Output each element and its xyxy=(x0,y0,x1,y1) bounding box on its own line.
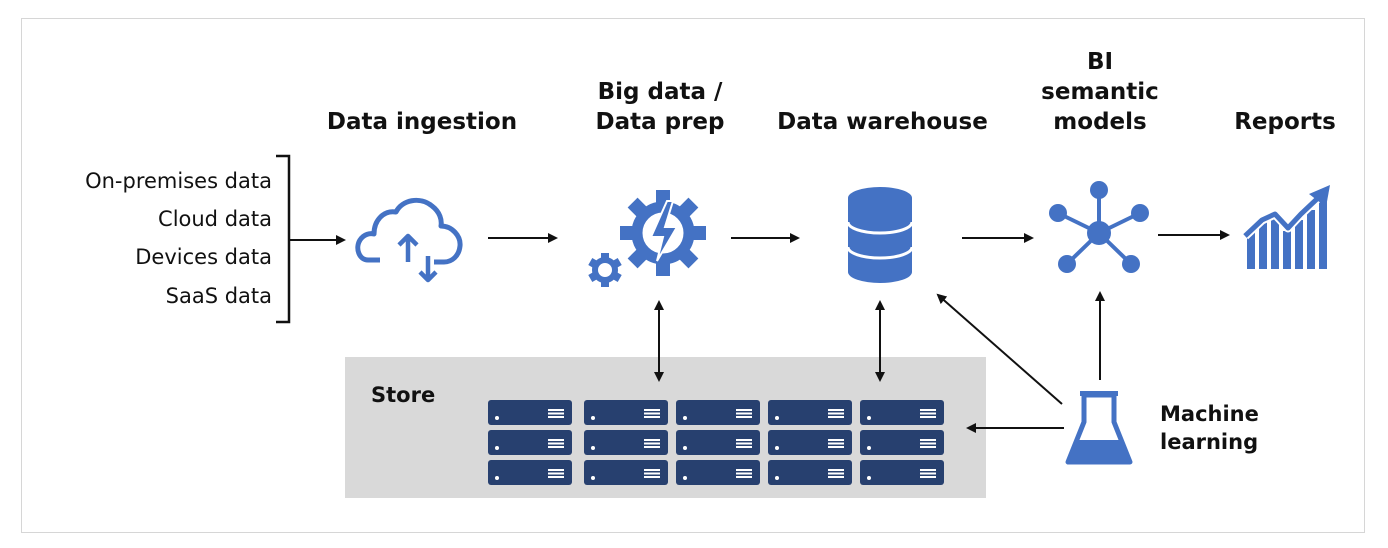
server-unit xyxy=(488,430,572,455)
flask-icon xyxy=(1065,391,1133,465)
heading-big-data: Big data / Data prep xyxy=(595,79,725,135)
gears-lightning-icon xyxy=(588,190,706,287)
arrow-ml-to-warehouse xyxy=(936,293,1063,405)
database-icon xyxy=(846,187,914,283)
machine-learning-label: Machine learning xyxy=(1160,402,1259,454)
server-unit xyxy=(584,430,668,455)
server-rack-icon xyxy=(488,400,944,485)
source-devices: Devices data xyxy=(135,245,272,269)
server-unit xyxy=(584,460,668,485)
server-unit xyxy=(676,400,760,425)
network-hub-icon xyxy=(1049,181,1149,273)
server-unit xyxy=(676,430,760,455)
heading-data-warehouse: Data warehouse xyxy=(777,109,988,135)
store-label: Store xyxy=(371,383,436,407)
server-unit xyxy=(768,430,852,455)
server-unit xyxy=(488,460,572,485)
server-unit xyxy=(488,400,572,425)
heading-reports: Reports xyxy=(1234,109,1336,135)
cloud-sync-icon xyxy=(355,197,463,283)
server-unit xyxy=(768,460,852,485)
server-unit xyxy=(584,400,668,425)
server-unit xyxy=(676,460,760,485)
server-unit xyxy=(860,430,944,455)
server-unit xyxy=(768,400,852,425)
source-saas: SaaS data xyxy=(165,284,272,308)
heading-bi-semantic-models: BI semantic models xyxy=(1041,49,1159,135)
server-unit xyxy=(860,400,944,425)
heading-data-ingestion: Data ingestion xyxy=(326,109,518,135)
source-on-premises: On-premises data xyxy=(85,169,272,193)
sources-bracket xyxy=(276,154,291,324)
server-unit xyxy=(860,460,944,485)
bar-chart-trend-icon xyxy=(1241,185,1330,269)
source-cloud: Cloud data xyxy=(158,207,272,231)
